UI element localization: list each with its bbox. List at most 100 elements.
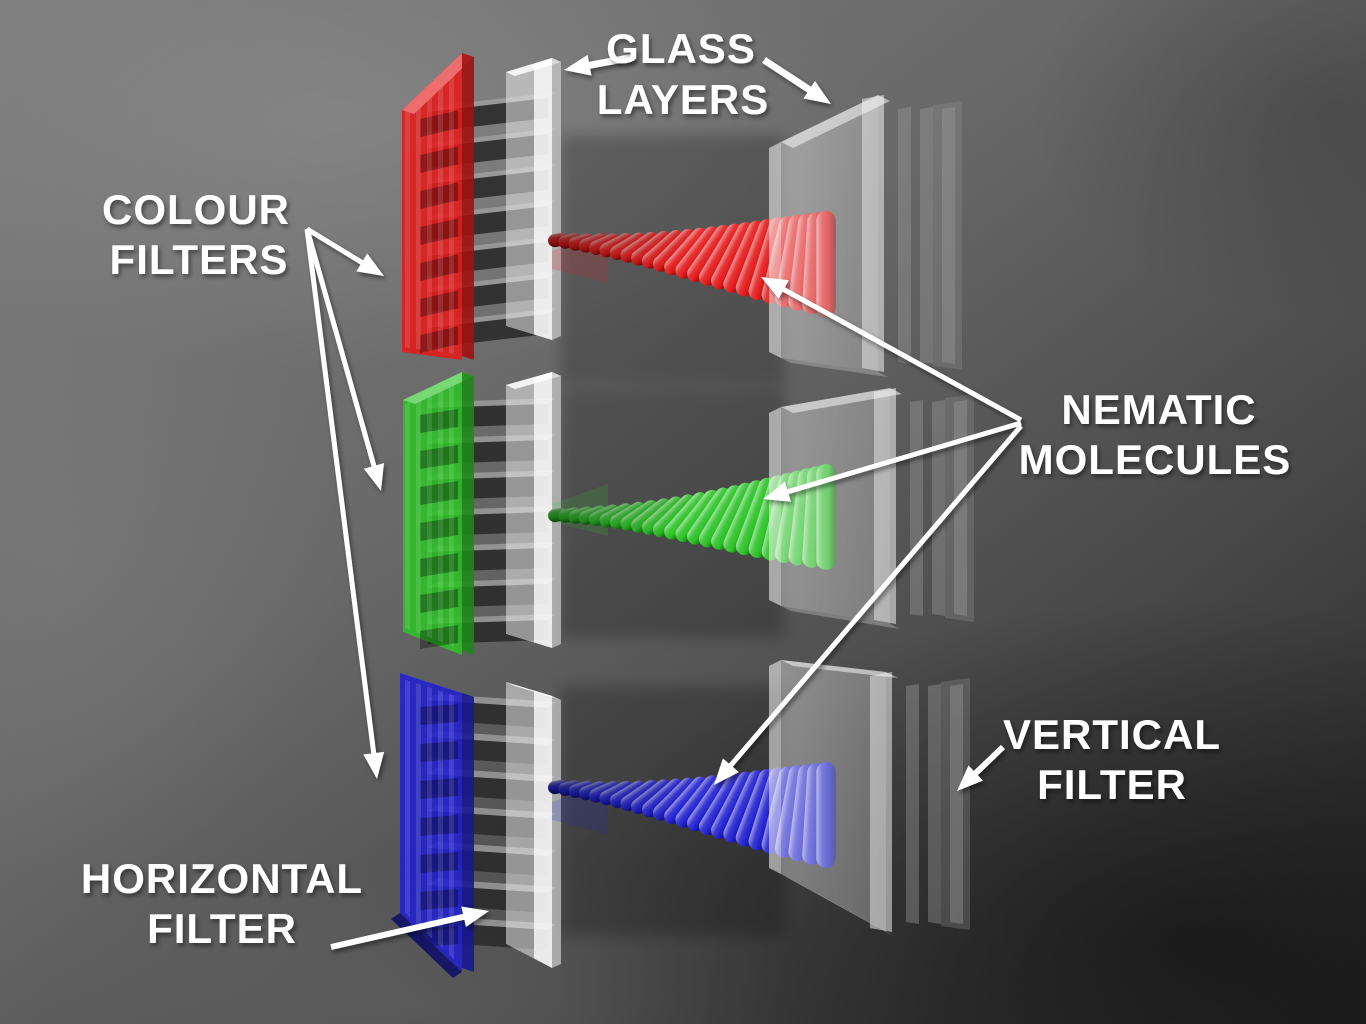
nematic-molecule-shade — [652, 777, 697, 821]
red-glass-layer — [506, 58, 561, 340]
background-cloud-dark-topright — [1030, 0, 1366, 320]
arrow-head — [461, 906, 489, 927]
label-horizontal-filter-line2: FILTER — [147, 905, 297, 952]
label-vertical-filter-line1: VERTICAL — [1003, 711, 1221, 758]
subpixel-stripe — [438, 76, 443, 353]
vertical-filter-slat — [898, 107, 911, 364]
through-slat-shadow — [420, 589, 458, 613]
arrow-shaft — [584, 53, 635, 70]
outer-glass-top-face — [781, 388, 902, 413]
subpixel-stripe — [438, 386, 443, 643]
arrow-shaft — [762, 57, 816, 96]
arrow-head — [363, 463, 384, 491]
nematic-molecule-shade — [652, 228, 697, 272]
through-slat-shadow — [420, 290, 458, 317]
green-outer-glass-panel — [769, 388, 902, 629]
through-slat-shadow — [420, 517, 458, 541]
nematic-molecule — [652, 777, 697, 821]
subpixel-stripe — [427, 86, 432, 351]
subpixel-stripe — [427, 686, 432, 939]
subpixel-stripe — [405, 107, 410, 349]
arrow-head — [803, 81, 831, 104]
glass-top-face — [506, 682, 561, 700]
outer-glass-left-edge — [769, 660, 781, 874]
nematic-molecule — [642, 778, 684, 818]
subpixel-stripe — [405, 401, 410, 630]
through-slat-shadow — [420, 254, 458, 281]
back-glass-panel — [933, 101, 962, 370]
through-slat-shadow — [420, 481, 458, 505]
through-slat-shadow — [420, 182, 458, 209]
filter-top-face — [402, 53, 474, 114]
outer-glass-bottom-edge — [781, 874, 896, 937]
green-glass-layer — [506, 372, 561, 648]
through-slat-shadow — [420, 146, 458, 173]
filter-side-face — [462, 693, 474, 972]
through-slat-shadow — [420, 704, 458, 725]
through-slat-shadow — [420, 110, 458, 137]
green-colour-filter-panel — [403, 372, 474, 655]
arrow-colour-filters-blue — [304, 228, 385, 779]
arrow-head — [714, 758, 739, 785]
subpixel-stripe — [416, 97, 421, 350]
subpixel-stripe — [427, 391, 432, 639]
arrow-head — [356, 253, 384, 276]
nematic-molecule — [675, 775, 721, 828]
outer-glass-top-face — [781, 95, 890, 148]
nematic-molecule — [675, 226, 721, 279]
arrow-nematic-green — [763, 420, 1022, 502]
label-vertical-filter-line2: FILTER — [1037, 761, 1187, 808]
nematic-molecule — [664, 776, 709, 825]
arrow-nematic-blue — [714, 424, 1023, 785]
vertical-filter-slat — [928, 684, 941, 924]
background-cloud-light-left — [0, 240, 340, 880]
arrow-colour-filters-red — [305, 226, 384, 276]
outer-glass-left-edge — [769, 407, 781, 606]
label-horizontal-filter-line1: HORIZONTAL — [81, 855, 363, 902]
glass-side-face — [552, 58, 561, 340]
nematic-molecule — [609, 780, 646, 809]
label-nematic-molecules-line1: NEMATIC — [1061, 386, 1256, 433]
outer-glass-top-face — [781, 660, 898, 678]
glass-highlight — [534, 58, 552, 340]
through-slat-shadow — [420, 445, 458, 469]
label-glass-layers-line2: LAYERS — [597, 76, 770, 123]
vertical-filter-slat — [920, 107, 933, 364]
vertical-filter-slat — [950, 684, 963, 924]
filter-front — [403, 372, 462, 655]
glass-side-face — [552, 696, 561, 968]
blue-subpixel-assembly — [391, 660, 970, 978]
label-glass-layers-line1: GLASS — [606, 25, 756, 72]
nematic-molecule-shade — [620, 780, 659, 811]
vertical-filter-slat — [954, 400, 967, 616]
nematic-molecule-shade — [642, 778, 684, 818]
arrow-shaft — [782, 420, 1022, 496]
nematic-molecule-shade — [641, 230, 684, 269]
arrow-shaft — [778, 284, 1023, 423]
nematic-molecule — [631, 779, 672, 815]
subpixel-stripe — [416, 683, 421, 928]
vertical-filter-slat — [910, 400, 923, 616]
through-slat-shadow — [420, 778, 458, 799]
nematic-molecule-shade — [620, 231, 659, 263]
subpixel-stripe — [438, 690, 443, 949]
through-slat-shadow — [420, 625, 458, 649]
back-glass-panel — [945, 394, 974, 622]
subpixel-stripe — [449, 693, 454, 960]
arrow-nematic-red — [761, 277, 1023, 423]
arrow-head — [761, 277, 789, 299]
subpixel-stripe — [405, 679, 410, 918]
vertical-filter-slat — [942, 107, 955, 364]
arrow-shaft — [330, 912, 470, 950]
vertical-filter-slat — [932, 400, 945, 616]
nematic-molecule-shade — [631, 231, 672, 266]
subpixel-stripe — [416, 396, 421, 634]
nematic-molecule — [620, 780, 659, 811]
filter-top-face — [403, 372, 474, 404]
glass-top-face — [506, 58, 561, 76]
nematic-molecule — [641, 230, 684, 269]
through-slat-shadow — [420, 553, 458, 577]
nematic-molecule — [631, 231, 672, 266]
arrow-glass-layers-left — [564, 53, 635, 76]
